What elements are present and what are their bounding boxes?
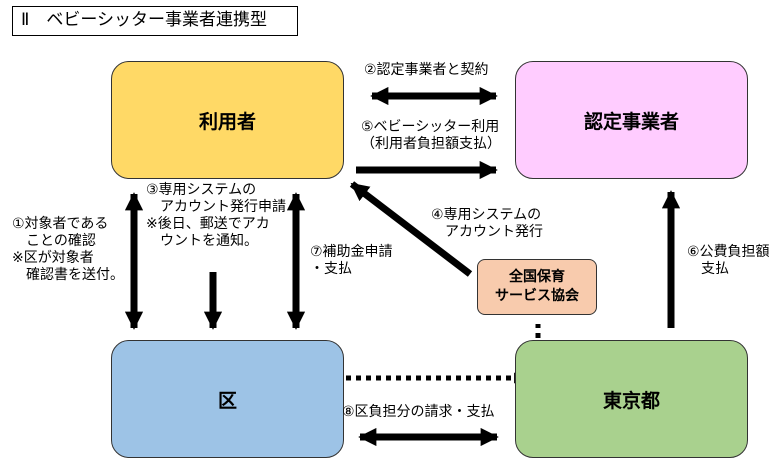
node-ku-label: 区: [217, 389, 237, 412]
node-ku: 区: [111, 340, 344, 458]
node-kyokai: 全国保育 サービス協会: [477, 259, 597, 315]
node-tokyo-label: 東京都: [602, 389, 660, 412]
label-step1: ①対象者である ことの確認 ※区が対象者 確認書を送付。: [12, 216, 124, 283]
node-kyokai-line1: 全国保育: [509, 269, 565, 285]
label-step2: ②認定事業者と契約: [364, 62, 489, 78]
label-step5: ⑤ベビーシッター利用 （利用者負担額支払）: [361, 119, 501, 152]
node-user: 利用者: [111, 61, 344, 179]
node-user-label: 利用者: [198, 110, 256, 133]
label-step4: ④専用システムの アカウント発行: [431, 207, 543, 240]
node-kyokai-line2: サービス協会: [495, 288, 579, 304]
label-step6: ⑥公費負担額 支払: [687, 244, 770, 277]
label-step8: ⑧区負担分の請求・支払: [342, 404, 495, 420]
node-nintei-label: 認定事業者: [583, 110, 679, 133]
node-tokyo: 東京都: [515, 340, 748, 458]
diagram-title: Ⅱ ベビーシッター事業者連携型: [12, 6, 298, 36]
label-step7: ⑦補助金申請 ・支払: [310, 244, 393, 277]
arrow-step4: [349, 181, 473, 277]
node-nintei: 認定事業者: [515, 61, 748, 179]
label-step3: ③専用システムの アカウント発行申請 ※後日、郵送でアカ ウントを通知。: [146, 182, 286, 249]
